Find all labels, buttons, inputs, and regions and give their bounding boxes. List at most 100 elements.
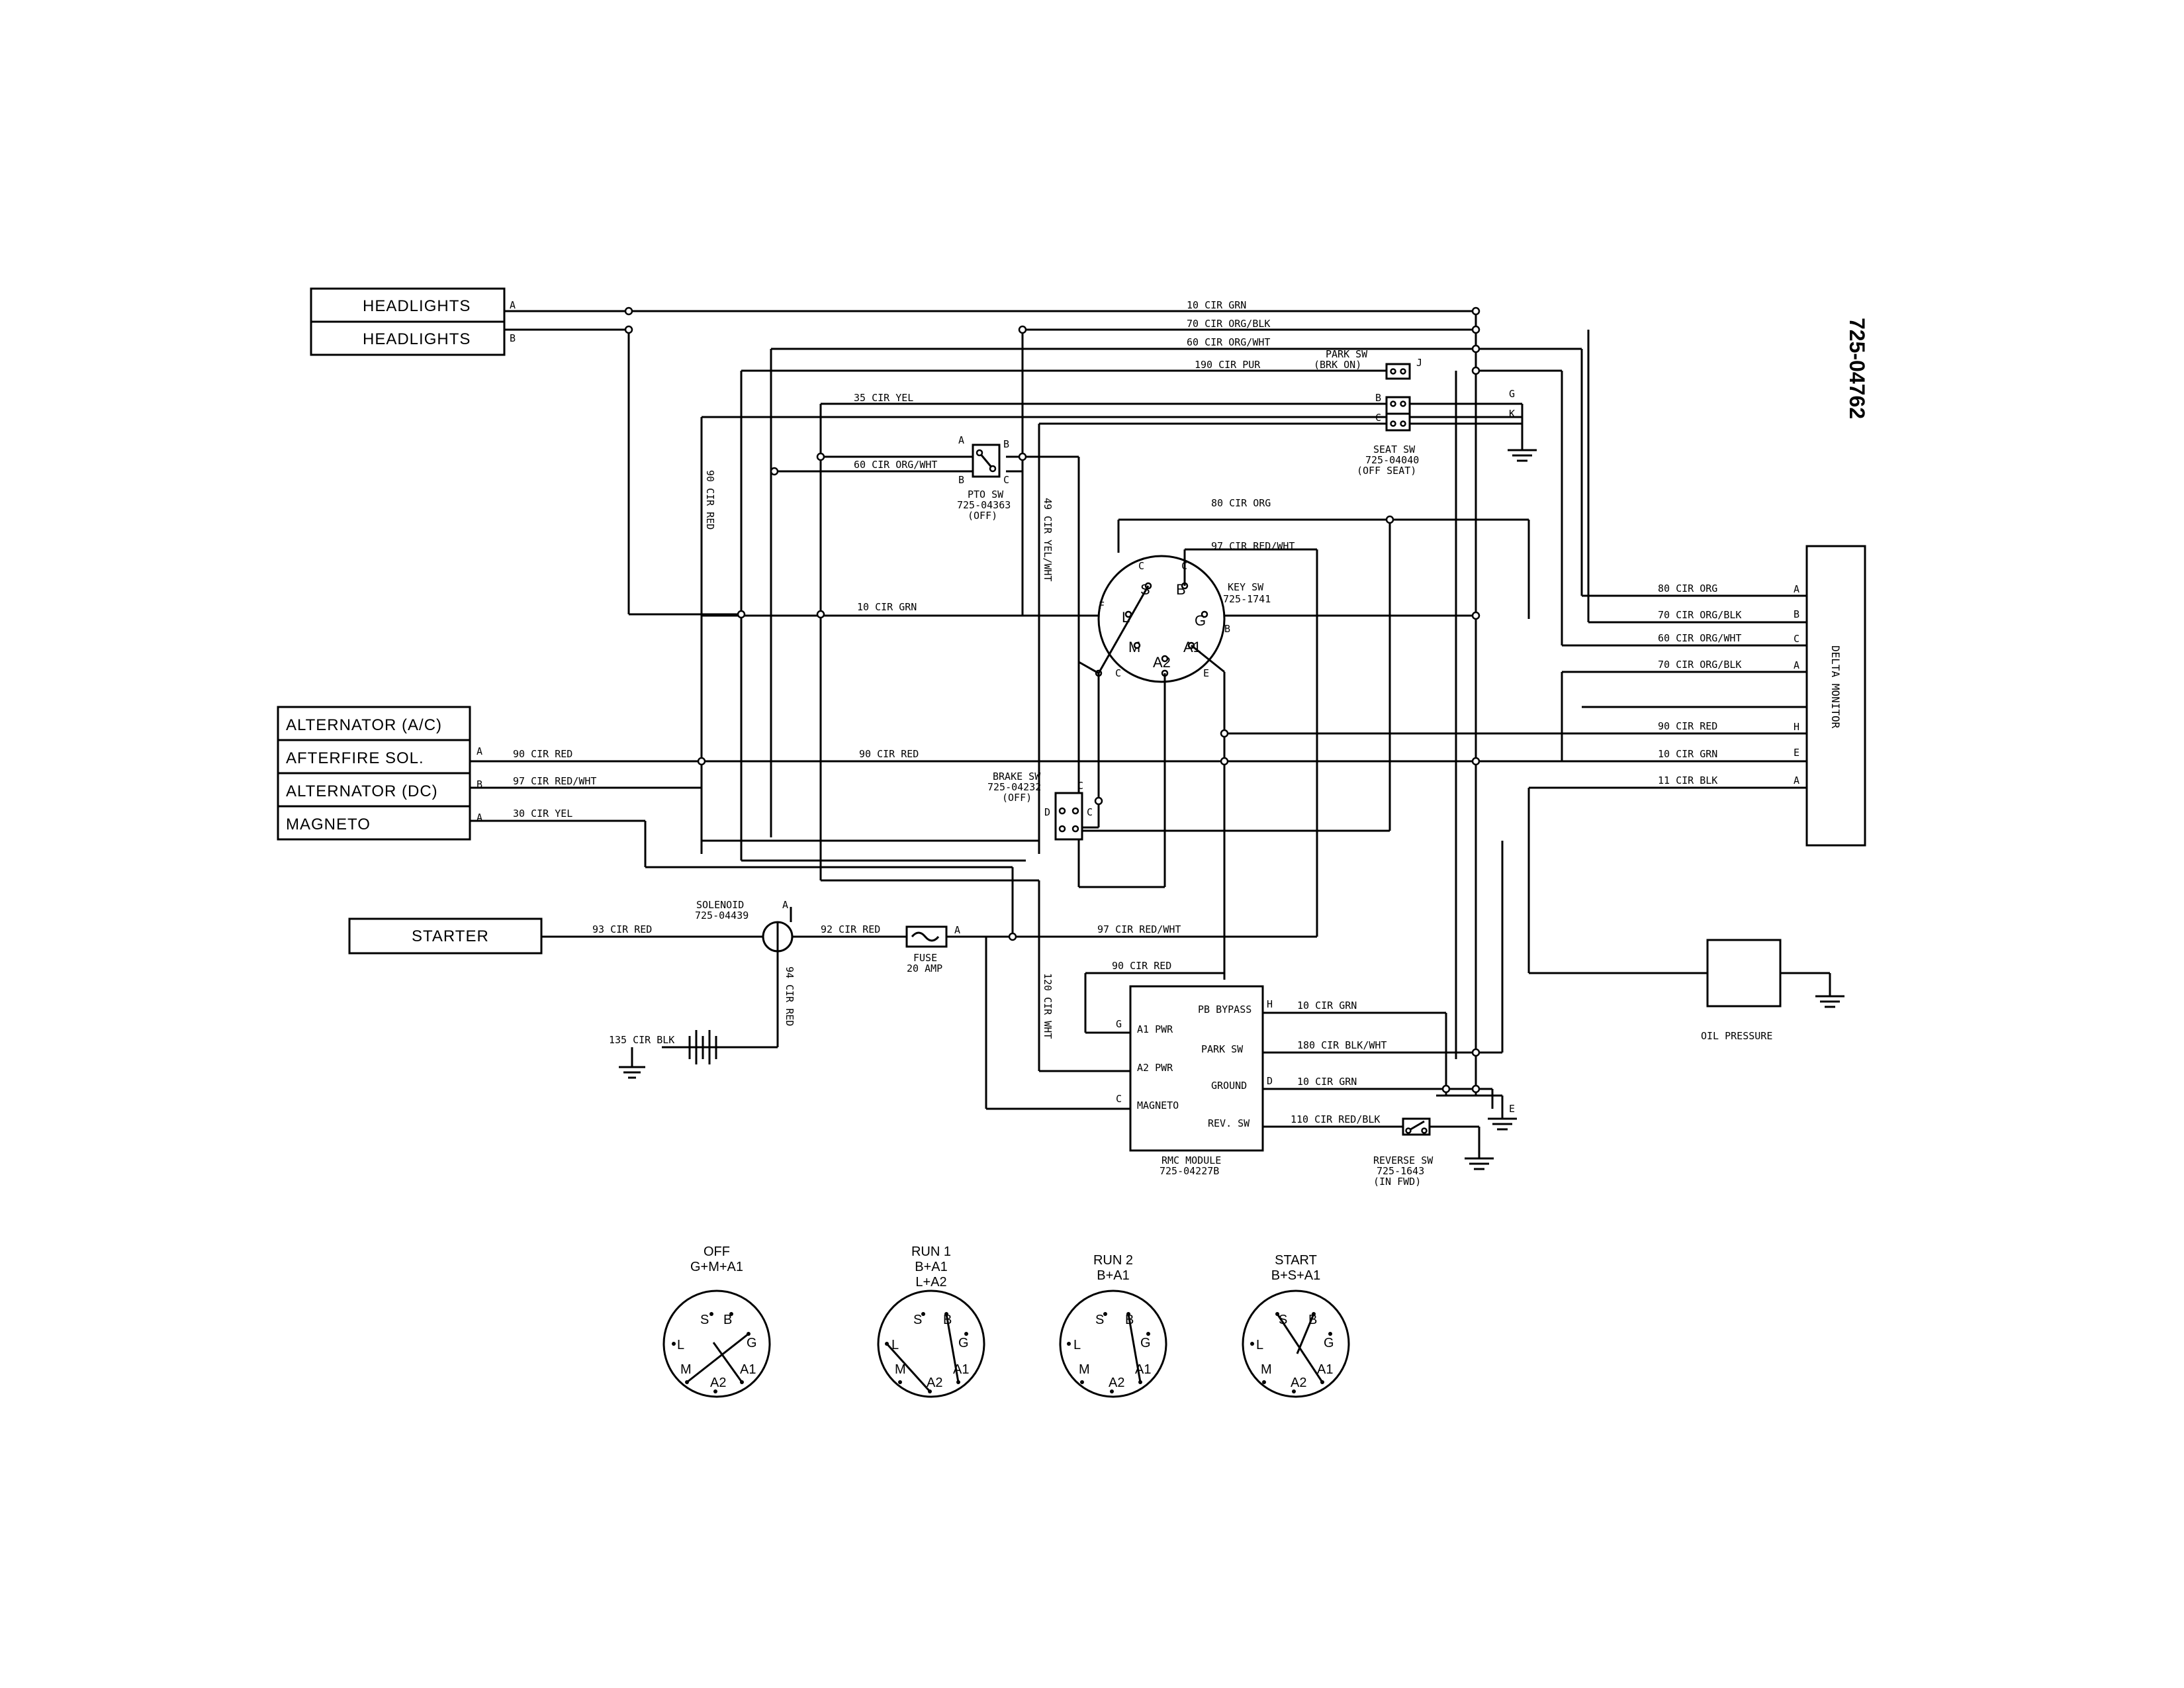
svg-text:S: S <box>1095 1313 1104 1327</box>
svg-text:11 CIR BLK: 11 CIR BLK <box>1658 774 1717 786</box>
solenoid: SOLENOID 725-04439 A <box>695 899 794 953</box>
wire-labels: 10 CIR GRN 70 CIR ORG/BLK 60 CIR ORG/WHT… <box>513 299 1741 1125</box>
rmc-module-pn: 725-04227B <box>1160 1165 1219 1177</box>
svg-text:J: J <box>1416 357 1422 369</box>
svg-text:10 CIR GRN: 10 CIR GRN <box>1187 299 1246 311</box>
svg-text:S: S <box>1279 1313 1287 1327</box>
svg-text:B: B <box>1003 438 1009 450</box>
starter-label: STARTER <box>412 927 489 945</box>
park-switch: J PARK SW (BRK ON) <box>1314 348 1422 380</box>
svg-text:B: B <box>1375 392 1381 404</box>
svg-text:GROUND: GROUND <box>1211 1080 1247 1092</box>
rmc-wires <box>985 841 1504 1158</box>
alternator-dc-label: ALTERNATOR (DC) <box>286 782 438 800</box>
svg-text:135 CIR BLK: 135 CIR BLK <box>609 1034 674 1046</box>
svg-text:M: M <box>1261 1362 1272 1377</box>
svg-text:A: A <box>1794 774 1799 786</box>
svg-text:L+A2: L+A2 <box>915 1275 946 1289</box>
svg-text:G: G <box>747 1336 757 1350</box>
svg-text:60 CIR ORG/WHT: 60 CIR ORG/WHT <box>1187 336 1270 348</box>
seat-sw-label: SEAT SW <box>1373 444 1416 455</box>
svg-text:49 CIR YEL/WHT: 49 CIR YEL/WHT <box>1042 498 1054 581</box>
svg-text:90 CIR RED: 90 CIR RED <box>704 470 716 530</box>
svg-text:E: E <box>1509 1103 1515 1115</box>
svg-text:120 CIR WHT: 120 CIR WHT <box>1042 973 1054 1039</box>
svg-text:RUN 2: RUN 2 <box>1093 1253 1133 1268</box>
svg-text:M: M <box>1079 1362 1090 1377</box>
svg-text:90 CIR RED: 90 CIR RED <box>1658 720 1717 732</box>
svg-text:80 CIR ORG: 80 CIR ORG <box>1658 583 1717 594</box>
svg-text:L: L <box>1073 1338 1081 1352</box>
reverse-sw-label: REVERSE SW <box>1373 1154 1433 1166</box>
reverse-sw-pn: 725-1643 <box>1377 1165 1424 1177</box>
svg-text:A1: A1 <box>740 1362 756 1377</box>
svg-text:A2: A2 <box>927 1376 942 1390</box>
svg-text:C: C <box>1138 560 1144 572</box>
svg-text:K: K <box>1509 408 1515 420</box>
oil-pressure-sensor: OIL PRESSURE <box>1529 939 1844 1042</box>
alternator-group-box: ALTERNATOR (A/C) AFTERFIRE SOL. ALTERNAT… <box>277 706 482 841</box>
ground-e-symbol: E <box>1476 1094 1517 1131</box>
svg-text:180 CIR BLK/WHT: 180 CIR BLK/WHT <box>1297 1039 1387 1051</box>
svg-text:A: A <box>1794 583 1799 595</box>
brake-switch: C D C BRAKE SW 725-04232 (OFF) <box>987 771 1093 841</box>
svg-text:10 CIR GRN: 10 CIR GRN <box>1658 748 1717 760</box>
svg-text:C: C <box>1003 474 1009 486</box>
svg-text:A1: A1 <box>1317 1362 1333 1377</box>
seat-sw-state: (OFF SEAT) <box>1357 465 1416 477</box>
svg-text:A1 PWR: A1 PWR <box>1137 1023 1173 1035</box>
starter-box: STARTER <box>348 917 543 955</box>
headlights-box: HEADLIGHTS HEADLIGHTS A B <box>310 287 516 356</box>
svg-text:C: C <box>1077 780 1083 792</box>
oil-pressure-label: OIL PRESSURE <box>1701 1030 1772 1042</box>
svg-text:10 CIR GRN: 10 CIR GRN <box>857 601 917 613</box>
svg-text:L: L <box>677 1338 684 1352</box>
park-sw-state: (BRK ON) <box>1314 359 1361 371</box>
svg-text:10 CIR GRN: 10 CIR GRN <box>1297 1000 1357 1011</box>
svg-text:90 CIR RED: 90 CIR RED <box>1112 960 1171 972</box>
svg-text:M: M <box>895 1362 906 1377</box>
svg-text:OFF: OFF <box>704 1244 730 1259</box>
svg-text:G: G <box>958 1336 969 1350</box>
left-vertical-wires <box>629 457 1039 882</box>
svg-text:A: A <box>1794 659 1799 671</box>
svg-text:E: E <box>1203 667 1209 679</box>
svg-text:A2: A2 <box>1153 654 1171 671</box>
svg-text:70 CIR ORG/BLK: 70 CIR ORG/BLK <box>1658 609 1741 621</box>
svg-text:C: C <box>1794 633 1799 645</box>
svg-text:C: C <box>1375 412 1381 424</box>
svg-text:G: G <box>1324 1336 1334 1350</box>
svg-text:START: START <box>1275 1253 1317 1268</box>
svg-text:C: C <box>1116 1093 1122 1105</box>
park-sw-label: PARK SW <box>1326 348 1368 360</box>
brake-sw-label: BRAKE SW <box>993 771 1041 782</box>
svg-text:70 CIR ORG/BLK: 70 CIR ORG/BLK <box>1187 318 1270 330</box>
delta-monitor-label: DELTA MONITOR <box>1829 645 1842 729</box>
pto-sw-label: PTO SW <box>968 489 1004 500</box>
delta-monitor: DELTA MONITOR A B C A H E A <box>1794 545 1866 847</box>
svg-text:35 CIR YEL: 35 CIR YEL <box>854 392 913 404</box>
svg-text:110 CIR RED/BLK: 110 CIR RED/BLK <box>1291 1113 1380 1125</box>
delta-monitor-wires <box>1224 330 1807 973</box>
svg-text:REV. SW: REV. SW <box>1208 1117 1250 1129</box>
seat-sw-pn: 725-04040 <box>1365 454 1419 466</box>
svg-text:97 CIR RED/WHT: 97 CIR RED/WHT <box>513 775 596 787</box>
svg-text:70 CIR ORG/BLK: 70 CIR ORG/BLK <box>1658 659 1741 671</box>
svg-text:B: B <box>510 332 516 344</box>
svg-text:A2 PWR: A2 PWR <box>1137 1062 1173 1074</box>
fuse-rating: 20 AMP <box>907 962 942 974</box>
reverse-sw-state: (IN FWD) <box>1373 1176 1421 1188</box>
svg-text:B: B <box>958 474 964 486</box>
svg-text:97 CIR RED/WHT: 97 CIR RED/WHT <box>1211 540 1295 552</box>
svg-text:A: A <box>477 745 482 757</box>
svg-text:A2: A2 <box>710 1376 726 1390</box>
starter-row-wires <box>541 907 1317 1049</box>
alternator-ac-label: ALTERNATOR (A/C) <box>286 716 442 734</box>
svg-text:A: A <box>958 434 964 446</box>
svg-text:B+S+A1: B+S+A1 <box>1271 1268 1321 1283</box>
headlights-b-label: HEADLIGHTS <box>363 330 471 348</box>
svg-text:A: A <box>954 924 960 936</box>
